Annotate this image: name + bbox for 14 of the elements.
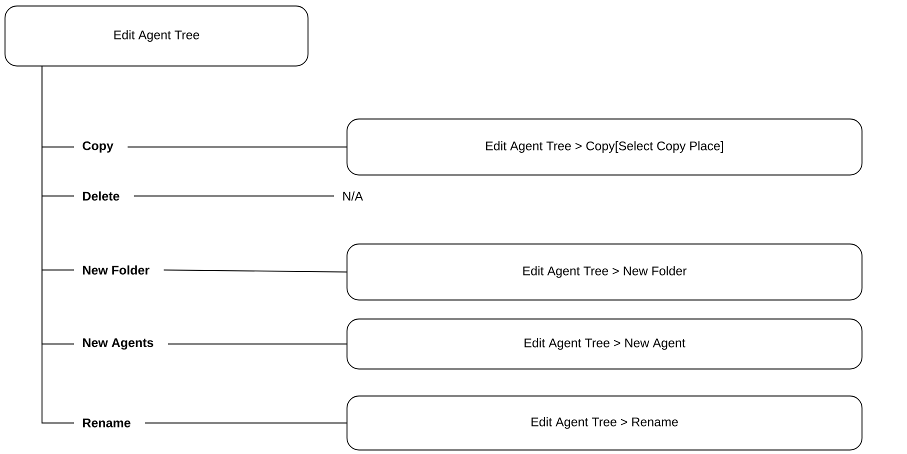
rounded-box: Edit Agent Tree > New Agent — [346, 318, 862, 370]
connector-line — [127, 146, 347, 148]
connector-line — [163, 270, 347, 272]
connector-line — [144, 422, 347, 424]
menu-item-label: New Folder — [83, 265, 150, 275]
menu-item-label: Delete — [83, 191, 120, 201]
rounded-box: Edit Agent Tree > Rename — [346, 396, 862, 450]
menu-item-label: Copy — [82, 141, 114, 153]
menu-item-label: New Agents — [83, 338, 154, 350]
rounded-box: Edit Agent Tree > Copy[Select Copy Place] — [346, 118, 862, 176]
menu-item-label: Rename — [83, 418, 130, 428]
result-label: N/A — [343, 191, 364, 201]
rounded-box: Edit Agent Tree > New Folder — [346, 244, 862, 300]
rounded-box: Edit Agent Tree — [4, 6, 308, 66]
